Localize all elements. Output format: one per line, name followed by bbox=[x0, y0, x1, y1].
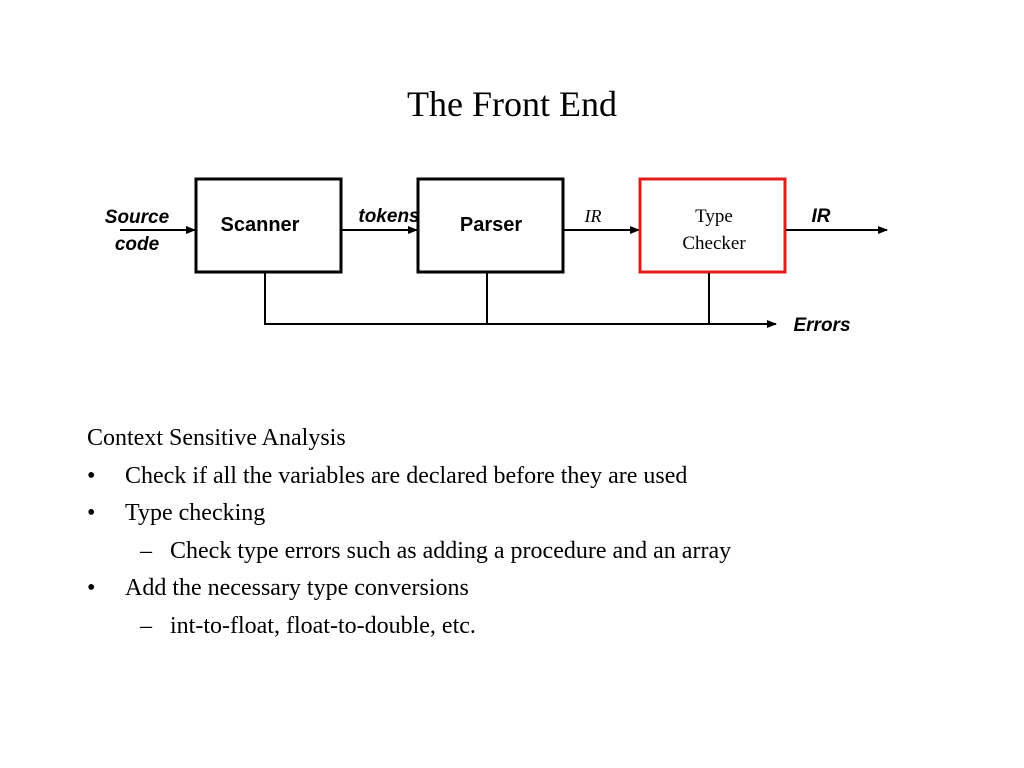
sub-list-item: – Check type errors such as adding a pro… bbox=[87, 533, 987, 571]
list-item: • Check if all the variables are declare… bbox=[87, 458, 987, 496]
source-label-line1: Source bbox=[105, 207, 170, 228]
tokens-label: tokens bbox=[358, 206, 419, 227]
type-checker-label-line1: Type bbox=[695, 206, 733, 227]
dash-mark: – bbox=[140, 537, 152, 564]
body-heading: Context Sensitive Analysis bbox=[87, 425, 346, 451]
list-item: • Type checking bbox=[87, 495, 987, 533]
ir-label-mid: IR bbox=[584, 206, 602, 226]
slide-body: Context Sensitive Analysis • Check if al… bbox=[87, 420, 987, 645]
parser-box bbox=[416, 177, 565, 274]
bullet-mark: • bbox=[87, 500, 96, 526]
list-item-text: Type checking bbox=[125, 500, 266, 526]
ir-label-out: IR bbox=[812, 206, 831, 227]
sub-list-item-text: Check type errors such as adding a proce… bbox=[170, 537, 732, 564]
scanner-box bbox=[194, 177, 343, 274]
front-end-diagram: Source code Scanner tokens Parser IR Typ… bbox=[105, 177, 888, 336]
bullet-mark: • bbox=[87, 462, 96, 489]
type-checker-label-line2: Checker bbox=[682, 233, 746, 254]
source-label-line2: code bbox=[115, 234, 160, 255]
sub-list-item-text: int-to-float, float-to-double, etc. bbox=[170, 612, 476, 639]
bullet-mark: • bbox=[87, 575, 96, 601]
sub-list-item: – int-to-float, float-to-double, etc. bbox=[87, 608, 987, 646]
errors-label: Errors bbox=[793, 315, 850, 336]
scanner-label: Scanner bbox=[221, 214, 300, 236]
type-checker-box bbox=[638, 177, 787, 274]
list-item: • Add the necessary type conversions bbox=[87, 570, 987, 608]
parser-label: Parser bbox=[460, 214, 522, 236]
slide-title: The Front End bbox=[407, 84, 617, 124]
list-item-text: Add the necessary type conversions bbox=[125, 575, 469, 601]
dash-mark: – bbox=[140, 612, 152, 639]
list-item-text: Check if all the variables are declared … bbox=[125, 462, 688, 489]
